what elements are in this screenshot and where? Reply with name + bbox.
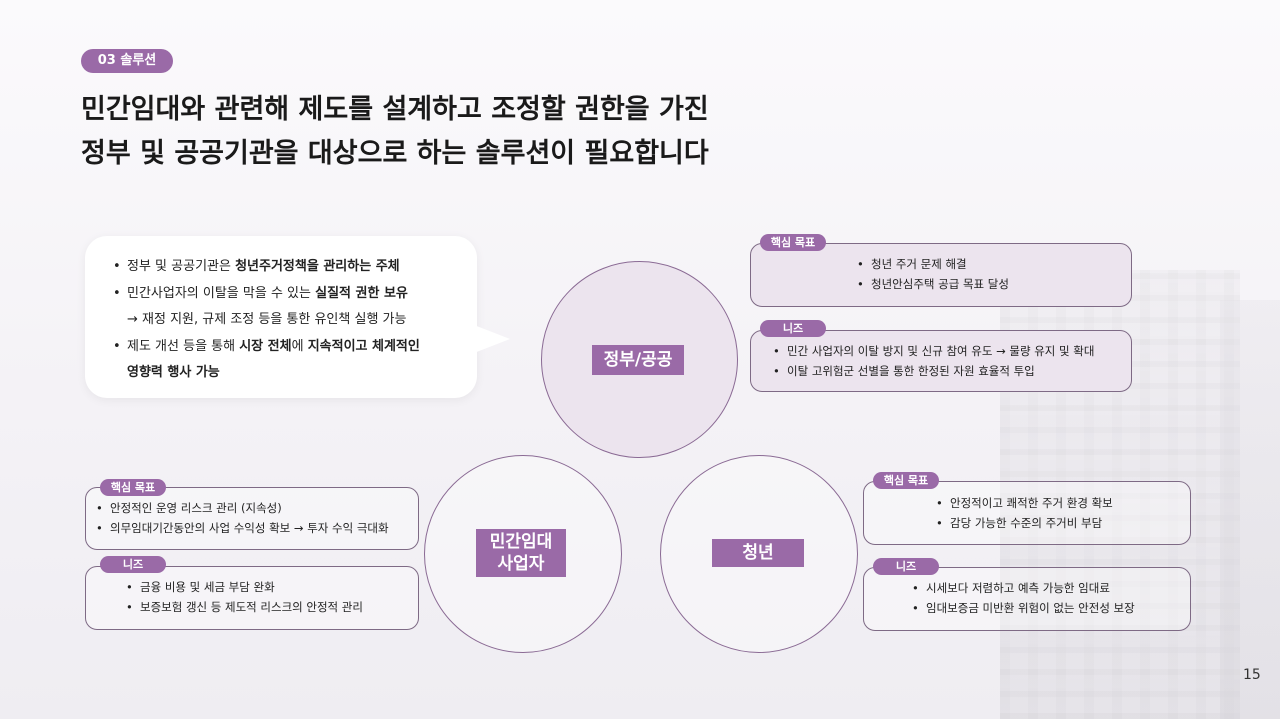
private-needs-item: 보증보험 갱신 등 제도적 리스크의 안정적 관리 xyxy=(126,597,418,617)
gov-needs-pill: 니즈 xyxy=(760,320,826,337)
speech-bubble-tail xyxy=(474,325,510,353)
youth-goal-item: 안정적이고 쾌적한 주거 환경 확보 xyxy=(936,493,1190,513)
private-goal-item: 의무임대기간동안의 사업 수익성 확보 → 투자 수익 극대화 xyxy=(96,518,418,538)
private-goal-box: 안정적인 운영 리스크 관리 (지속성) 의무임대기간동안의 사업 수익성 확보… xyxy=(85,487,419,550)
speech-bubble: 정부 및 공공기관은 청년주거정책을 관리하는 주체 민간사업자의 이탈을 막을… xyxy=(85,236,477,398)
private-goal-pill: 핵심 목표 xyxy=(100,479,166,496)
private-goal-item: 안정적인 운영 리스크 관리 (지속성) xyxy=(96,498,418,518)
gov-goal-item: 청년안심주택 공급 목표 달성 xyxy=(857,274,1131,294)
page-title: 민간임대와 관련해 제도를 설계하고 조정할 권한을 가진 정부 및 공공기관을… xyxy=(81,88,709,176)
section-tag: 03 솔루션 xyxy=(81,49,173,73)
gov-goal-pill: 핵심 목표 xyxy=(760,234,826,251)
private-landlord-label: 민간임대 사업자 xyxy=(476,529,566,577)
gov-needs-box: 민간 사업자의 이탈 방지 및 신규 참여 유도 → 물량 유지 및 확대 이탈… xyxy=(750,330,1132,392)
bubble-item-2: 민간사업자의 이탈을 막을 수 있는 실질적 권한 보유 xyxy=(113,281,477,308)
youth-needs-pill: 니즈 xyxy=(873,558,939,575)
private-needs-pill: 니즈 xyxy=(100,556,166,573)
bubble-item-3-cont: 영향력 행사 가능 xyxy=(127,365,220,380)
youth-label: 청년 xyxy=(712,539,804,567)
page-number: 15 xyxy=(1243,667,1261,683)
bubble-item-1: 정부 및 공공기관은 청년주거정책을 관리하는 주체 xyxy=(113,254,477,281)
youth-goal-item: 감당 가능한 수준의 주거비 부담 xyxy=(936,513,1190,533)
youth-goal-box: 안정적이고 쾌적한 주거 환경 확보 감당 가능한 수준의 주거비 부담 xyxy=(863,481,1191,545)
gov-needs-item: 이탈 고위험군 선별을 통한 한정된 자원 효율적 투입 xyxy=(773,361,1131,381)
bubble-item-2-sub: → 재정 지원, 규제 조정 등을 통한 유인책 실행 가능 xyxy=(127,312,407,327)
bubble-item-3: 제도 개선 등을 통해 시장 전체에 지속적이고 체계적인 xyxy=(113,334,477,361)
gov-goal-box: 청년 주거 문제 해결 청년안심주택 공급 목표 달성 xyxy=(750,243,1132,307)
gov-needs-item: 민간 사업자의 이탈 방지 및 신규 참여 유도 → 물량 유지 및 확대 xyxy=(773,341,1131,361)
title-line-2: 정부 및 공공기관을 대상으로 하는 솔루션이 필요합니다 xyxy=(81,138,709,169)
background-building-edge xyxy=(1220,300,1280,719)
private-needs-item: 금융 비용 및 세금 부담 완화 xyxy=(126,577,418,597)
title-line-1: 민간임대와 관련해 제도를 설계하고 조정할 권한을 가진 xyxy=(81,94,709,125)
gov-label: 정부/공공 xyxy=(592,345,684,375)
gov-goal-item: 청년 주거 문제 해결 xyxy=(857,254,1131,274)
youth-needs-box: 시세보다 저렴하고 예측 가능한 임대료 임대보증금 미반환 위험이 없는 안전… xyxy=(863,567,1191,631)
youth-needs-item: 임대보증금 미반환 위험이 없는 안전성 보장 xyxy=(912,598,1190,618)
youth-goal-pill: 핵심 목표 xyxy=(873,472,939,489)
youth-needs-item: 시세보다 저렴하고 예측 가능한 임대료 xyxy=(912,578,1190,598)
private-needs-box: 금융 비용 및 세금 부담 완화 보증보험 갱신 등 제도적 리스크의 안정적 … xyxy=(85,566,419,630)
